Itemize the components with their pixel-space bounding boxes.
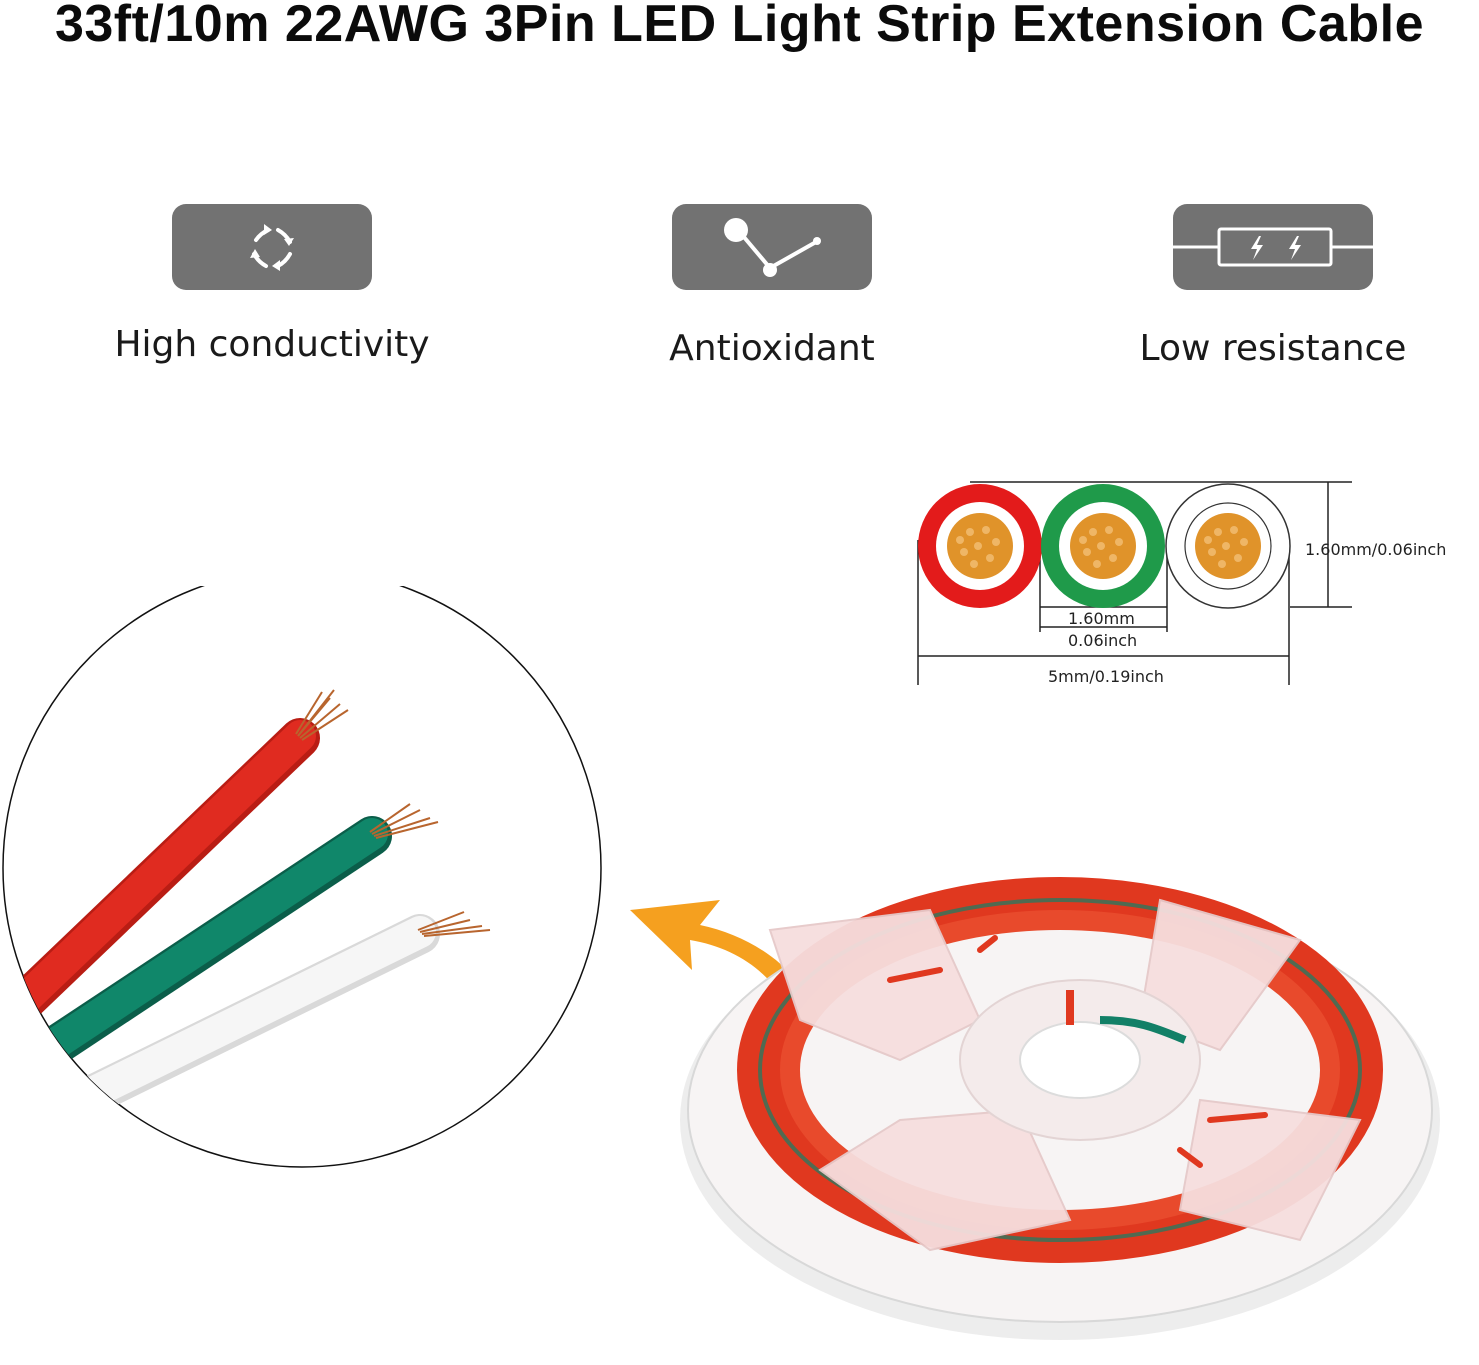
feature-badge (1173, 204, 1373, 290)
feature-label: High conductivity (114, 324, 430, 365)
page-title: 33ft/10m 22AWG 3Pin LED Light Strip Exte… (54, 0, 1425, 53)
feature-badge (672, 204, 872, 290)
wire-ends-closeup (0, 568, 610, 1180)
wire-width-label-bottom: 0.06inch (1068, 631, 1138, 650)
orange-arrow-icon (630, 900, 821, 1055)
feature-label: Antioxidant (669, 328, 875, 369)
feature-badge (172, 204, 372, 290)
feature-antioxidant: Antioxidant (592, 204, 952, 369)
feature-high-conductivity: High conductivity (92, 204, 452, 365)
battery-lightning-icon (1173, 227, 1373, 267)
wire-width-label-top: 1.60mm (1068, 609, 1135, 628)
feature-low-resistance: Low resistance (1093, 204, 1453, 369)
rotate-arrows-icon (250, 224, 294, 271)
molecule-icon (724, 218, 821, 277)
cable-cross-section-diagram: 1.60mm/0.06inch 1.60mm 0.06inch 5mm/0.19… (900, 470, 1460, 704)
feature-label: Low resistance (1139, 328, 1407, 369)
height-dimension-label: 1.60mm/0.06inch (1305, 540, 1447, 559)
total-width-label: 5mm/0.19inch (1048, 667, 1164, 686)
cable-reel (600, 820, 1479, 1365)
